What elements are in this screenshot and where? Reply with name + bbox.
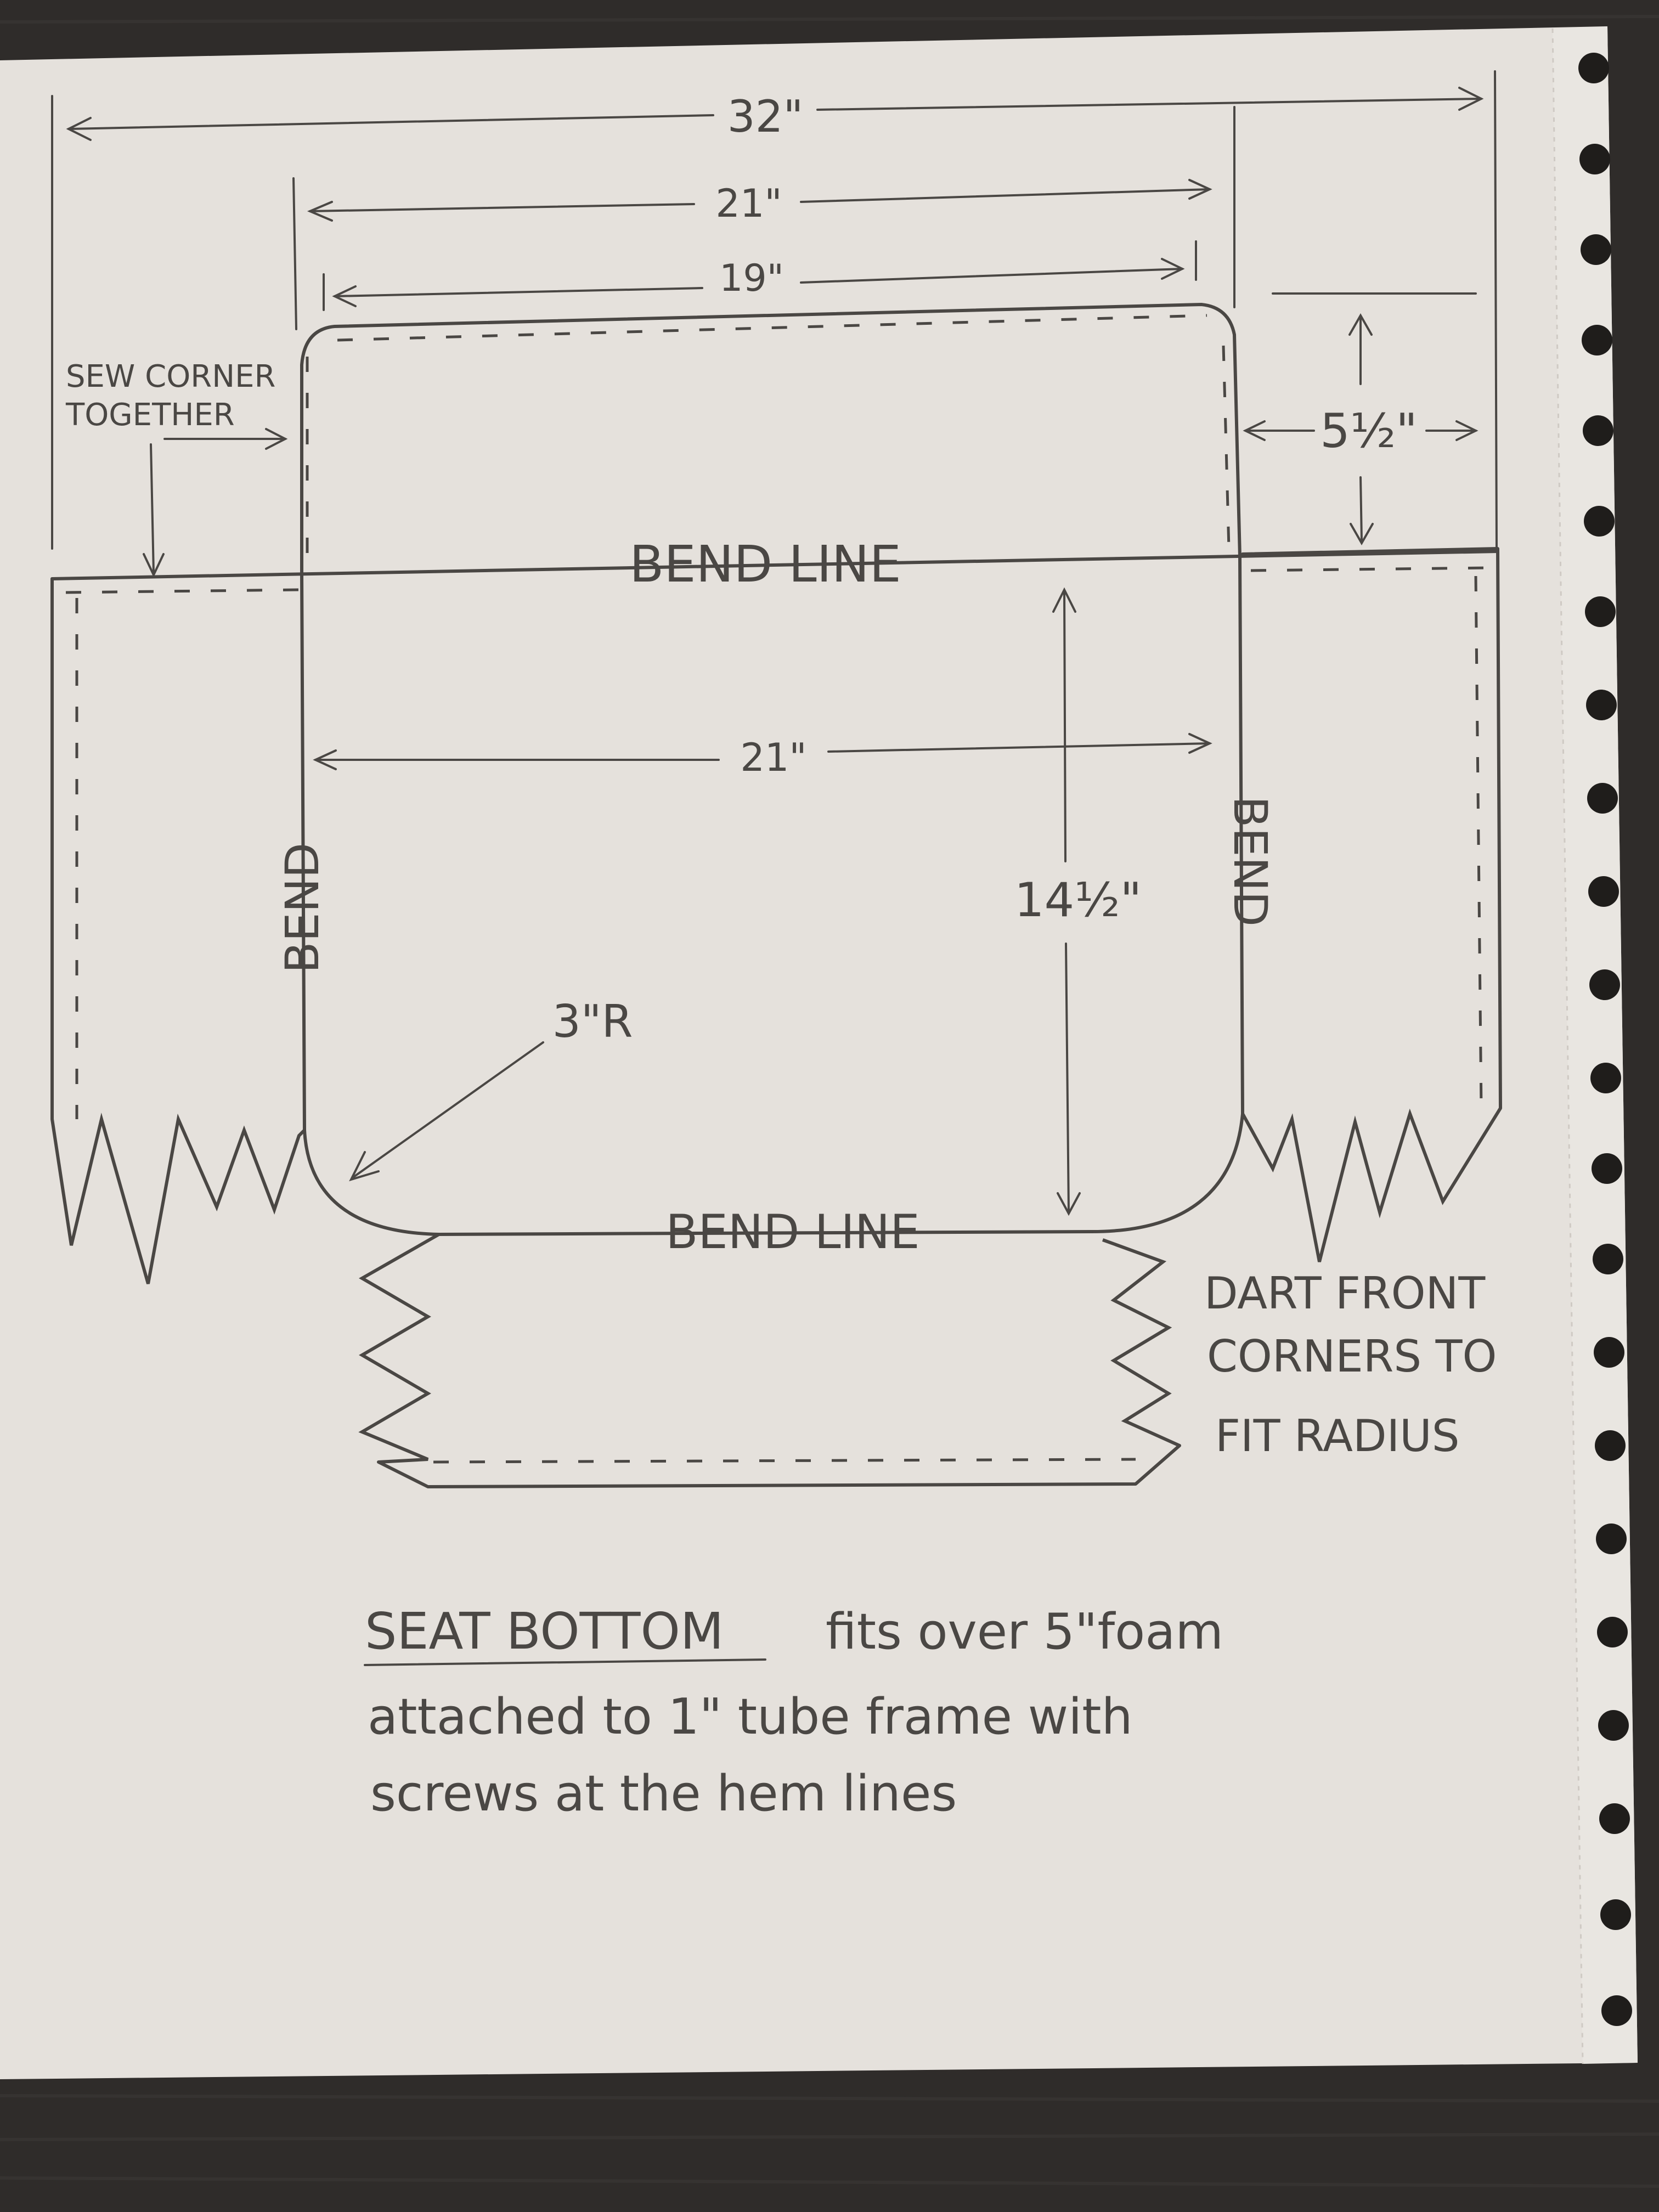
dim-14half-label: 14½" (1014, 873, 1142, 928)
feed-hole (1583, 415, 1613, 446)
feed-hole (1582, 325, 1612, 356)
feed-hole (1586, 690, 1617, 720)
sew-corner-arrowhead-h (265, 428, 288, 450)
dim-19-arrow-left (332, 285, 357, 307)
dim-21-seat-label: 21" (740, 735, 806, 780)
seat-front-radius (303, 1112, 1244, 1236)
bend-left-label: BEND (275, 843, 329, 973)
feed-hole (1578, 53, 1609, 83)
seam-right-flap (1250, 566, 1490, 1109)
dim-5half-arrow-down (1350, 523, 1374, 546)
notes: SEAT BOTTOM fits over 5"foam attached to… (365, 1602, 1223, 1822)
feed-hole (1593, 1244, 1623, 1274)
dim-14half-down (1065, 943, 1070, 1214)
feed-hole (1594, 1337, 1624, 1368)
dim-14half-up (1063, 591, 1066, 862)
feed-hole (1590, 1063, 1621, 1093)
pattern-labels: SEW CORNER TOGETHER BEND LINE BEND LINE … (65, 359, 1497, 1462)
seam-front-flap (433, 1458, 1136, 1464)
feed-hole (1588, 876, 1619, 907)
radius-leader (353, 1041, 544, 1178)
left-bend-edge (300, 572, 306, 1132)
front-flap-outline (377, 1444, 1181, 1488)
feed-hole (1587, 783, 1618, 814)
right-bend-edge (1238, 555, 1244, 1115)
dim-5half-down (1359, 476, 1363, 541)
dim-14half-arrow-up (1052, 587, 1076, 613)
left-flap-zigzag (50, 1113, 306, 1284)
dim-21-top-right (800, 188, 1211, 203)
dim-5half-arrow-up (1348, 313, 1373, 336)
dim-5half-label: 5½" (1320, 404, 1418, 459)
bend-line-top (50, 550, 1499, 580)
ext-line-right-outer (1494, 70, 1498, 550)
feed-hole (1581, 234, 1611, 265)
right-flap-zigzag (1241, 1107, 1502, 1262)
dim-14half-arrow-down (1057, 1192, 1081, 1216)
dim-32-label: 32" (727, 91, 804, 142)
dim-5half-arrow-left (1243, 420, 1266, 441)
feed-hole (1585, 596, 1616, 627)
dim-21-seat-right (827, 742, 1211, 753)
dim-5half-arrow-right (1455, 420, 1479, 441)
bend-line-top-label: BEND LINE (629, 535, 901, 594)
dart-label-2: CORNERS TO (1207, 1331, 1497, 1382)
dimension-labels: 32" 21" 19" 5½" 21" 14½" 3"R (552, 91, 1418, 1048)
dim-21-top-label: 21" (715, 181, 782, 226)
dim-19-arrow-right (1161, 258, 1185, 280)
seam-back-top (337, 314, 1207, 342)
dimension-lines (51, 70, 1498, 1666)
feed-hole (1601, 1995, 1632, 2026)
radius-leader-arrow (349, 1151, 380, 1182)
feed-hole (1597, 1617, 1628, 1647)
feed-hole (1592, 1153, 1622, 1184)
paper-tractor-strip (1553, 26, 1638, 2064)
dart-label-1: DART FRONT (1204, 1268, 1486, 1319)
feed-hole (1579, 144, 1610, 174)
tractor-holes (1578, 53, 1632, 2026)
notes-line-3: screws at the hem lines (370, 1765, 957, 1822)
dim-19-right (800, 268, 1183, 284)
dim-32-arrow-left (66, 117, 92, 141)
sew-corner-label-1: SEW CORNER (66, 359, 275, 394)
notes-line-1: fits over 5"foam (826, 1603, 1223, 1661)
seam-lines (65, 314, 1490, 1464)
seam-left-flap (65, 588, 300, 1119)
dart-label-3: FIT RADIUS (1215, 1410, 1460, 1462)
sew-corner-arrow-v (150, 443, 155, 574)
radius-label: 3"R (552, 996, 633, 1048)
front-right-zigzag (1102, 1238, 1181, 1447)
wood-grain (0, 15, 1659, 2188)
dim-21-seat-arrow-right (1188, 733, 1212, 754)
sew-corner-label-2: TOGETHER (65, 397, 235, 433)
title-underline (364, 1658, 766, 1666)
back-panel-outline (300, 303, 1242, 575)
bend-right-label: BEND (1223, 796, 1277, 927)
seat-bottom-title: SEAT BOTTOM (365, 1602, 724, 1661)
notes-line-2: attached to 1" tube frame with (368, 1688, 1133, 1746)
feed-hole (1596, 1523, 1627, 1554)
darts (50, 1107, 1502, 1464)
feed-hole (1589, 969, 1620, 1000)
dim-21-top-left (309, 203, 695, 212)
front-left-zigzag (358, 1233, 440, 1464)
dim-21-seat-arrow-left (313, 749, 337, 770)
bend-line-bottom-label: BEND LINE (665, 1205, 919, 1260)
dim-32-right (816, 98, 1482, 111)
dim-32-left (67, 114, 714, 130)
feed-hole (1584, 506, 1615, 537)
feed-hole (1600, 1899, 1631, 1930)
sew-corner-arrowhead-v (143, 553, 165, 578)
dim-19-left (334, 287, 703, 297)
dim-21-top-arrow-left (307, 201, 333, 222)
dim-21-top-arrow-right (1188, 179, 1212, 200)
feed-hole (1599, 1803, 1630, 1834)
dim-19-label: 19" (719, 257, 784, 300)
dim-32-arrow-right (1458, 87, 1484, 111)
feed-hole (1598, 1710, 1629, 1741)
ext-line-left-inner (292, 177, 297, 330)
strip-perforation (1551, 28, 1584, 2064)
feed-hole (1595, 1430, 1626, 1461)
